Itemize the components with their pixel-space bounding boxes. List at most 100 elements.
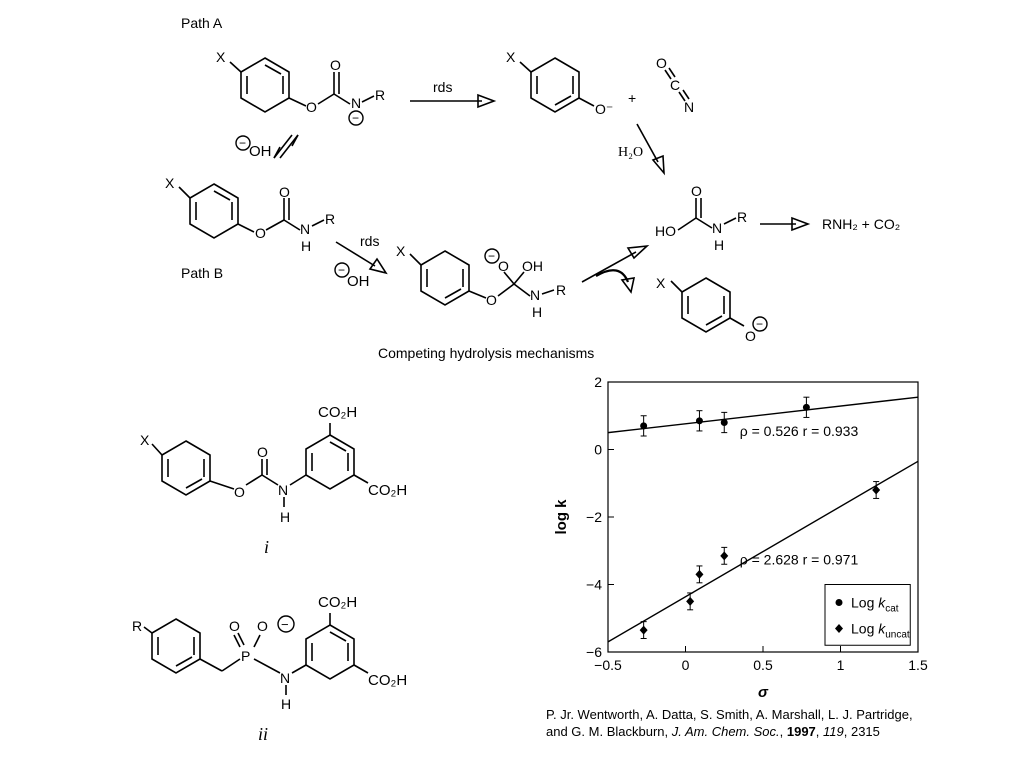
- svg-text:H: H: [281, 696, 291, 712]
- y-tick-label: −6: [586, 644, 602, 660]
- citation-line-2: and G. M. Blackburn, J. Am. Chem. Soc., …: [546, 724, 880, 739]
- citation: P. Jr. Wentworth, A. Datta, S. Smith, A.…: [546, 706, 976, 740]
- isocyanate-structure: O C N: [656, 55, 694, 115]
- svg-text:X: X: [216, 49, 226, 65]
- legend-entry: Log kcat: [851, 595, 899, 615]
- svg-text:N: N: [712, 220, 722, 236]
- x-tick-label: 0.5: [753, 657, 773, 673]
- fit-annotation: ρ = 0.526 r = 0.933: [740, 423, 859, 439]
- data-point-circle: [640, 422, 648, 430]
- svg-text:N: N: [300, 221, 310, 237]
- tetrahedral-intermediate-structure: X O O OH N H R −: [396, 243, 566, 320]
- svg-text:R: R: [556, 282, 566, 298]
- svg-text:O: O: [498, 258, 509, 274]
- data-point-circle: [695, 417, 703, 425]
- citation-journal: J. Am. Chem. Soc.: [671, 724, 780, 739]
- svg-text:R: R: [737, 209, 747, 225]
- svg-text:H: H: [280, 509, 290, 525]
- y-tick-label: −2: [586, 509, 602, 525]
- svg-text:O: O: [279, 184, 290, 200]
- water-label: H₂O: [618, 145, 643, 160]
- svg-text:N: N: [278, 482, 288, 498]
- svg-text:CO₂H: CO₂H: [318, 594, 357, 611]
- path-a-label: Path A: [181, 15, 223, 31]
- svg-text:O: O: [306, 99, 317, 115]
- y-tick-label: −4: [586, 577, 602, 593]
- legend-entry: Log kuncat: [851, 621, 910, 641]
- data-point-diamond: [872, 485, 881, 495]
- svg-text:N: N: [684, 99, 694, 115]
- svg-text:OH: OH: [249, 143, 272, 160]
- svg-text:O: O: [330, 57, 341, 73]
- svg-text:−: −: [756, 317, 763, 331]
- phenoxide-structure-a: X O⁻: [506, 49, 613, 117]
- svg-text:N: N: [530, 287, 540, 303]
- svg-text:−: −: [239, 136, 246, 150]
- svg-text:H: H: [714, 237, 724, 253]
- svg-text:X: X: [140, 432, 150, 448]
- y-tick-label: 0: [594, 442, 602, 458]
- svg-text:O: O: [234, 484, 245, 500]
- carbamic-acid-structure: HO O N H R: [655, 183, 747, 253]
- carbamate-structure: X O O N H R: [165, 175, 335, 254]
- svg-text:O: O: [656, 55, 667, 71]
- phenoxide-structure-b: X O −: [656, 275, 768, 344]
- svg-text:N: N: [280, 670, 290, 686]
- svg-text:−: −: [352, 111, 359, 125]
- fit-line: [607, 396, 919, 434]
- compound-i-structure: X O O N H CO₂H CO₂H i: [140, 404, 407, 557]
- svg-text:OH: OH: [347, 273, 370, 290]
- svg-text:CO₂H: CO₂H: [368, 482, 407, 499]
- svg-text:C: C: [670, 77, 680, 93]
- citation-line-1: P. Jr. Wentworth, A. Datta, S. Smith, A.…: [546, 707, 913, 722]
- svg-text:−: −: [338, 263, 345, 277]
- svg-text:O: O: [229, 618, 240, 634]
- svg-text:R: R: [375, 87, 385, 103]
- data-point-circle: [720, 419, 728, 426]
- y-tick-label: 2: [594, 374, 602, 390]
- svg-text:O: O: [745, 328, 756, 344]
- svg-text:H: H: [532, 304, 542, 320]
- svg-text:X: X: [506, 49, 516, 65]
- legend-marker-diamond: [835, 624, 843, 633]
- rds-label-b: rds: [360, 233, 379, 249]
- data-point-circle: [802, 403, 810, 411]
- svg-text:P: P: [241, 648, 250, 664]
- svg-text:O⁻: O⁻: [595, 101, 613, 117]
- data-point-diamond: [695, 569, 704, 579]
- svg-text:X: X: [165, 175, 175, 191]
- hydroxide-equilibrium: − OH: [235, 134, 299, 160]
- x-tick-label: −0.5: [594, 657, 622, 673]
- svg-text:OH: OH: [522, 258, 543, 274]
- svg-text:CO₂H: CO₂H: [318, 404, 357, 421]
- mechanism-scheme: Path A X O O N R − rds X O⁻ + O: [165, 15, 900, 361]
- x-tick-label: 0: [682, 657, 690, 673]
- citation-year: 1997: [786, 724, 816, 739]
- svg-text:X: X: [396, 243, 406, 259]
- path-b-label: Path B: [181, 265, 223, 281]
- svg-text:R: R: [132, 618, 142, 634]
- compound-ii-structure: R P O O − N H CO₂H CO₂H ii: [132, 594, 407, 744]
- hydroxide-b: − OH: [334, 262, 370, 290]
- fit-line: [607, 460, 919, 643]
- y-axis-label: log k: [553, 499, 570, 535]
- svg-text:O: O: [255, 225, 266, 241]
- scheme-caption: Competing hydrolysis mechanisms: [378, 345, 594, 361]
- svg-text:O: O: [257, 618, 268, 634]
- citation-volume: 119: [823, 724, 844, 739]
- compound-ii-label: ii: [258, 724, 268, 744]
- carbamate-anion-structure: X O O N R −: [216, 49, 385, 126]
- data-point-diamond: [639, 625, 648, 635]
- fit-annotation: ρ = 2.628 r = 0.971: [740, 551, 859, 567]
- svg-text:N: N: [351, 95, 361, 111]
- x-tick-label: 1: [837, 657, 845, 673]
- svg-text:O: O: [691, 183, 702, 199]
- data-point-diamond: [686, 596, 695, 606]
- svg-text:−: −: [488, 249, 495, 263]
- svg-text:−: −: [281, 617, 289, 632]
- x-axis-label: σ: [758, 684, 769, 701]
- svg-text:R: R: [325, 211, 335, 227]
- svg-text:HO: HO: [655, 223, 676, 239]
- final-products: RNH₂ + CO₂: [822, 216, 900, 232]
